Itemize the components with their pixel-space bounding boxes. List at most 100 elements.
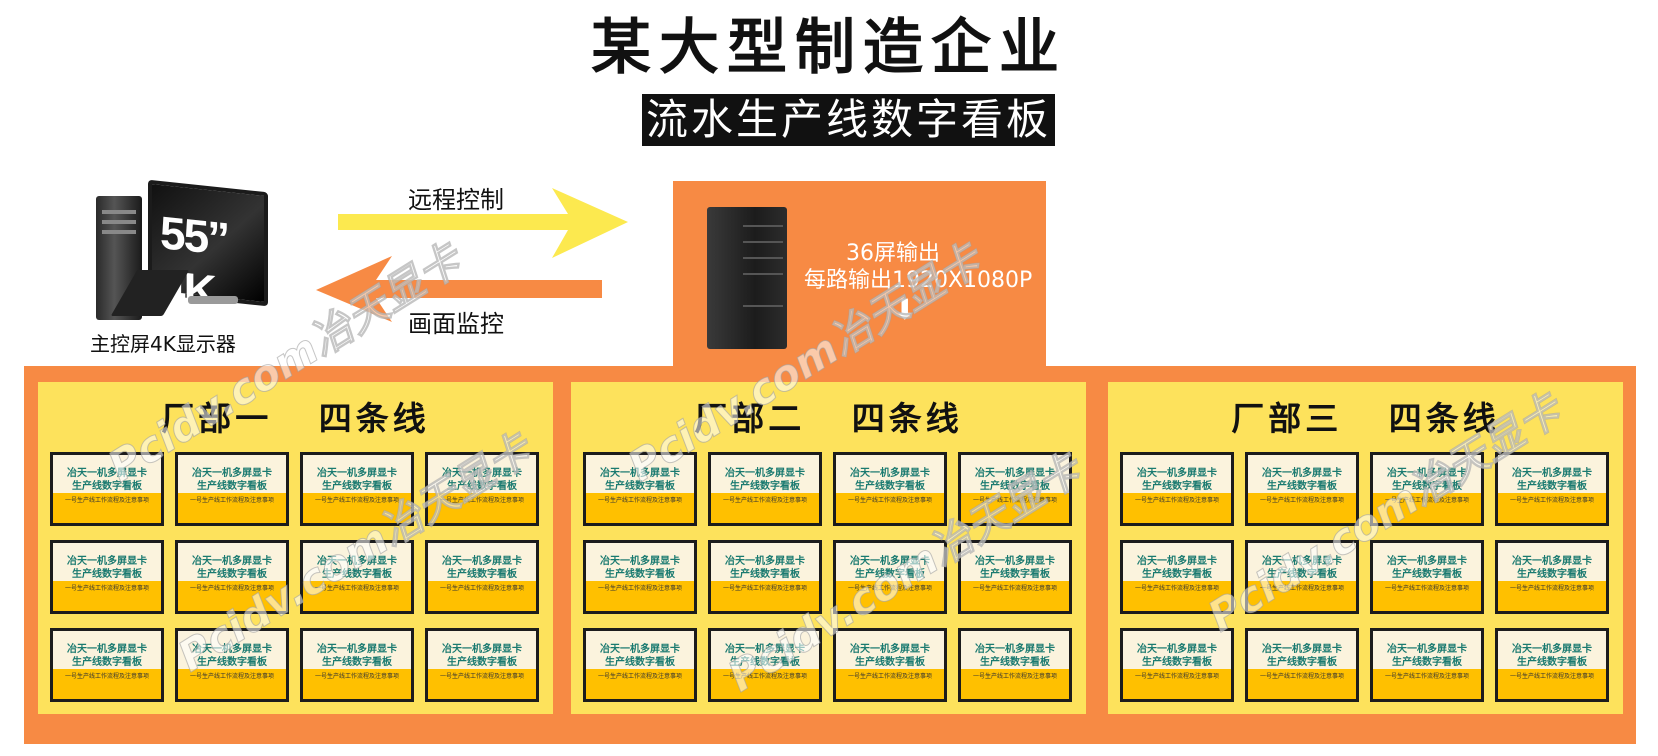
screen-line-1: 冶天一机多屏显卡 [317,468,397,479]
screen-bar [836,493,944,523]
display-screen: 冶天一机多屏显卡 生产线数字看板 一号生产线工作流程及注意事项 [583,452,697,526]
screen-line-1: 冶天一机多屏显卡 [1387,644,1467,655]
page-title: 某大型制造企业 [591,13,1067,83]
screen-content: 冶天一机多屏显卡 生产线数字看板 一号生产线工作流程及注意事项 [1498,631,1606,699]
screen-line-2: 生产线数字看板 [855,481,925,492]
screen-line-1: 冶天一机多屏显卡 [600,556,680,567]
screen-line-3: 一号生产线工作流程及注意事项 [597,585,682,592]
screen-line-1: 冶天一机多屏显卡 [192,644,272,655]
server-tower-icon [707,207,787,349]
screen-line-1: 冶天一机多屏显卡 [1262,468,1342,479]
screen-line-1: 冶天一机多屏显卡 [442,644,522,655]
display-screen: 冶天一机多屏显卡 生产线数字看板 一号生产线工作流程及注意事项 [1495,452,1609,526]
monitor-stand [188,296,238,304]
screen-line-2: 生产线数字看板 [1267,569,1337,580]
screen-bar [428,581,536,611]
screen-line-1: 冶天一机多屏显卡 [1512,556,1592,567]
screen-line-1: 冶天一机多屏显卡 [1512,644,1592,655]
display-screen: 冶天一机多屏显卡 生产线数字看板 一号生产线工作流程及注意事项 [958,452,1072,526]
screen-line-2: 生产线数字看板 [980,657,1050,668]
screen-line-3: 一号生产线工作流程及注意事项 [597,497,682,504]
screen-line-1: 冶天一机多屏显卡 [317,556,397,567]
server-output-resolution: 每路输出1920X1080P [804,268,1033,293]
screen-bar [1123,669,1231,699]
screen-line-2: 生产线数字看板 [447,481,517,492]
screen-bar [961,581,1069,611]
screen-line-3: 一号生产线工作流程及注意事项 [64,585,149,592]
screen-line-3: 一号生产线工作流程及注意事项 [64,673,149,680]
screen-bar [303,581,411,611]
display-screen: 冶天一机多屏显卡 生产线数字看板 一号生产线工作流程及注意事项 [833,540,947,614]
remote-control-label: 远程控制 [408,186,504,214]
screen-line-3: 一号生产线工作流程及注意事项 [1384,497,1469,504]
screen-bar [711,493,819,523]
screen-content: 冶天一机多屏显卡 生产线数字看板 一号生产线工作流程及注意事项 [428,543,536,611]
screen-bar [1123,581,1231,611]
screen-line-3: 一号生产线工作流程及注意事项 [189,585,274,592]
display-screen: 冶天一机多屏显卡 生产线数字看板 一号生产线工作流程及注意事项 [300,628,414,702]
monitoring-arrow [316,256,602,322]
server-output-count: 36屏输出 [846,241,940,266]
screen-bar [178,493,286,523]
screen-line-2: 生产线数字看板 [1267,481,1337,492]
screen-line-3: 一号生产线工作流程及注意事项 [847,585,932,592]
screen-line-2: 生产线数字看板 [72,569,142,580]
screen-bar [711,669,819,699]
screen-content: 冶天一机多屏显卡 生产线数字看板 一号生产线工作流程及注意事项 [586,543,694,611]
screen-line-3: 一号生产线工作流程及注意事项 [1384,673,1469,680]
display-screen: 冶天一机多屏显卡 生产线数字看板 一号生产线工作流程及注意事项 [1370,540,1484,614]
screen-bar [1373,669,1481,699]
factory-title: 厂部三 四条线 [1231,399,1500,438]
screen-content: 冶天一机多屏显卡 生产线数字看板 一号生产线工作流程及注意事项 [303,455,411,523]
screen-content: 冶天一机多屏显卡 生产线数字看板 一号生产线工作流程及注意事项 [178,543,286,611]
screen-line-1: 冶天一机多屏显卡 [1512,468,1592,479]
screen-content: 冶天一机多屏显卡 生产线数字看板 一号生产线工作流程及注意事项 [178,631,286,699]
screen-bar [178,581,286,611]
screen-line-3: 一号生产线工作流程及注意事项 [722,585,807,592]
display-screen: 冶天一机多屏显卡 生产线数字看板 一号生产线工作流程及注意事项 [1245,452,1359,526]
screen-bar [178,669,286,699]
screen-content: 冶天一机多屏显卡 生产线数字看板 一号生产线工作流程及注意事项 [1498,543,1606,611]
screen-bar [1498,669,1606,699]
screen-bar [1373,493,1481,523]
screen-line-3: 一号生产线工作流程及注意事项 [1509,497,1594,504]
screen-line-3: 一号生产线工作流程及注意事项 [189,673,274,680]
display-screen: 冶天一机多屏显卡 生产线数字看板 一号生产线工作流程及注意事项 [50,452,164,526]
screen-line-2: 生产线数字看板 [1392,569,1462,580]
screen-line-3: 一号生产线工作流程及注意事项 [1134,673,1219,680]
screen-content: 冶天一机多屏显卡 生产线数字看板 一号生产线工作流程及注意事项 [428,631,536,699]
factory-title: 厂部二 四条线 [694,399,963,438]
display-screen: 冶天一机多屏显卡 生产线数字看板 一号生产线工作流程及注意事项 [1495,540,1609,614]
screen-line-2: 生产线数字看板 [447,569,517,580]
screen-line-3: 一号生产线工作流程及注意事项 [439,585,524,592]
screen-line-2: 生产线数字看板 [322,569,392,580]
screen-bar [961,493,1069,523]
screen-bar [1498,493,1606,523]
screen-line-3: 一号生产线工作流程及注意事项 [722,497,807,504]
display-screen: 冶天一机多屏显卡 生产线数字看板 一号生产线工作流程及注意事项 [583,628,697,702]
screen-line-2: 生产线数字看板 [1142,569,1212,580]
screen-line-3: 一号生产线工作流程及注意事项 [1134,497,1219,504]
screen-content: 冶天一机多屏显卡 生产线数字看板 一号生产线工作流程及注意事项 [1373,631,1481,699]
screen-line-2: 生产线数字看板 [1267,657,1337,668]
screen-line-2: 生产线数字看板 [855,569,925,580]
display-screen: 冶天一机多屏显卡 生产线数字看板 一号生产线工作流程及注意事项 [50,540,164,614]
screen-content: 冶天一机多屏显卡 生产线数字看板 一号生产线工作流程及注意事项 [836,455,944,523]
screen-content: 冶天一机多屏显卡 生产线数字看板 一号生产线工作流程及注意事项 [586,631,694,699]
display-screen: 冶天一机多屏显卡 生产线数字看板 一号生产线工作流程及注意事项 [1245,540,1359,614]
screen-content: 冶天一机多屏显卡 生产线数字看板 一号生产线工作流程及注意事项 [961,543,1069,611]
screen-bar [303,493,411,523]
screen-bar [961,669,1069,699]
screen-line-2: 生产线数字看板 [447,657,517,668]
screen-content: 冶天一机多屏显卡 生产线数字看板 一号生产线工作流程及注意事项 [1248,631,1356,699]
screen-line-2: 生产线数字看板 [72,657,142,668]
screen-line-3: 一号生产线工作流程及注意事项 [1509,585,1594,592]
screen-line-3: 一号生产线工作流程及注意事项 [1134,585,1219,592]
screen-line-3: 一号生产线工作流程及注意事项 [314,673,399,680]
host-label: 主控屏4K显示器 [90,332,236,356]
page-subtitle: 流水生产线数字看板 [642,94,1055,146]
screen-bar [1248,493,1356,523]
screen-line-2: 生产线数字看板 [730,569,800,580]
screen-content: 冶天一机多屏显卡 生产线数字看板 一号生产线工作流程及注意事项 [711,455,819,523]
display-screen: 冶天一机多屏显卡 生产线数字看板 一号生产线工作流程及注意事项 [833,628,947,702]
